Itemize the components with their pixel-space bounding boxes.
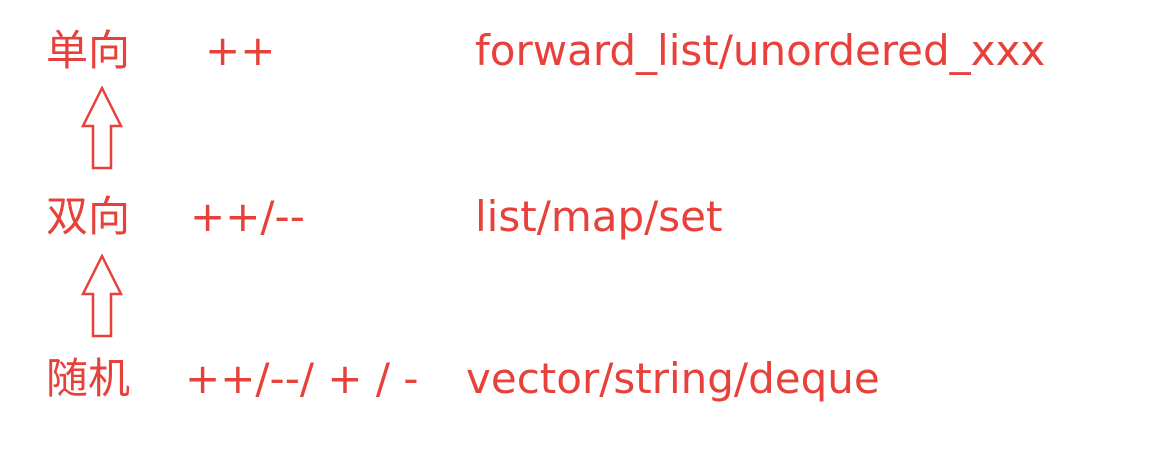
category-label-bidirectional: 双向 (46, 192, 131, 241)
operators-forward: ++ (205, 26, 276, 75)
operators-random-access: ++/--/ + / - (185, 354, 419, 403)
operators-bidirectional: ++/-- (190, 192, 305, 241)
hollow-up-arrow-icon (80, 86, 124, 170)
hollow-up-arrow-icon (80, 254, 124, 338)
category-label-random-access: 随机 (46, 354, 131, 403)
containers-forward: forward_list/unordered_xxx (475, 26, 1046, 75)
category-label-forward: 单向 (46, 26, 131, 75)
containers-random-access: vector/string/deque (466, 354, 880, 403)
containers-bidirectional: list/map/set (475, 192, 723, 241)
